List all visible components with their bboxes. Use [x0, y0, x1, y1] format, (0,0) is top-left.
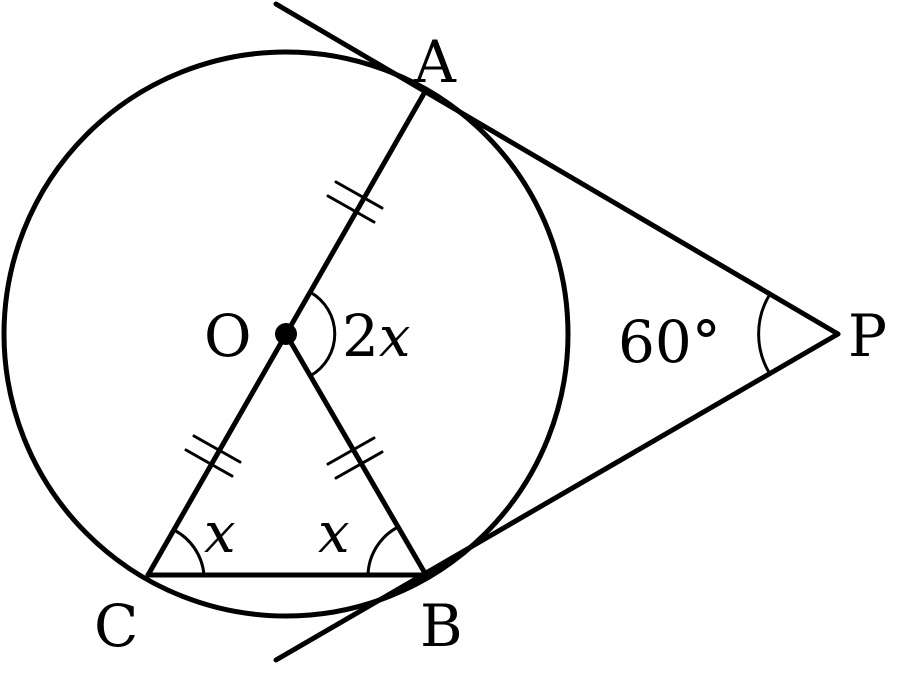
center-point-o: [275, 323, 297, 345]
tangent-line-pa: [273, 1, 841, 337]
label-p: P: [848, 302, 887, 370]
circle: [1, 49, 571, 619]
tangent-line-pb: [273, 331, 841, 663]
angle-label-b: x: [318, 501, 350, 566]
angle-label-o: 2x: [342, 302, 411, 370]
angle-label-c: x: [204, 501, 236, 566]
label-c: C: [94, 592, 138, 660]
label-a: A: [413, 28, 457, 96]
tick-marks-oa: [326, 180, 384, 224]
angle-arc-p: [757, 292, 772, 376]
label-b: B: [420, 592, 463, 660]
angle-arc-o: [308, 290, 337, 378]
label-o: O: [204, 302, 252, 370]
angle-arc-b: [366, 525, 400, 577]
tick-marks-oc: [184, 434, 242, 478]
angle-arc-c: [172, 528, 206, 577]
angle-label-o-variable: x: [379, 305, 411, 370]
angle-label-p: 60°: [618, 308, 721, 376]
angle-label-o-number: 2: [342, 302, 379, 370]
segment-o-b: [283, 331, 429, 578]
tick-marks-ob: [326, 436, 384, 480]
